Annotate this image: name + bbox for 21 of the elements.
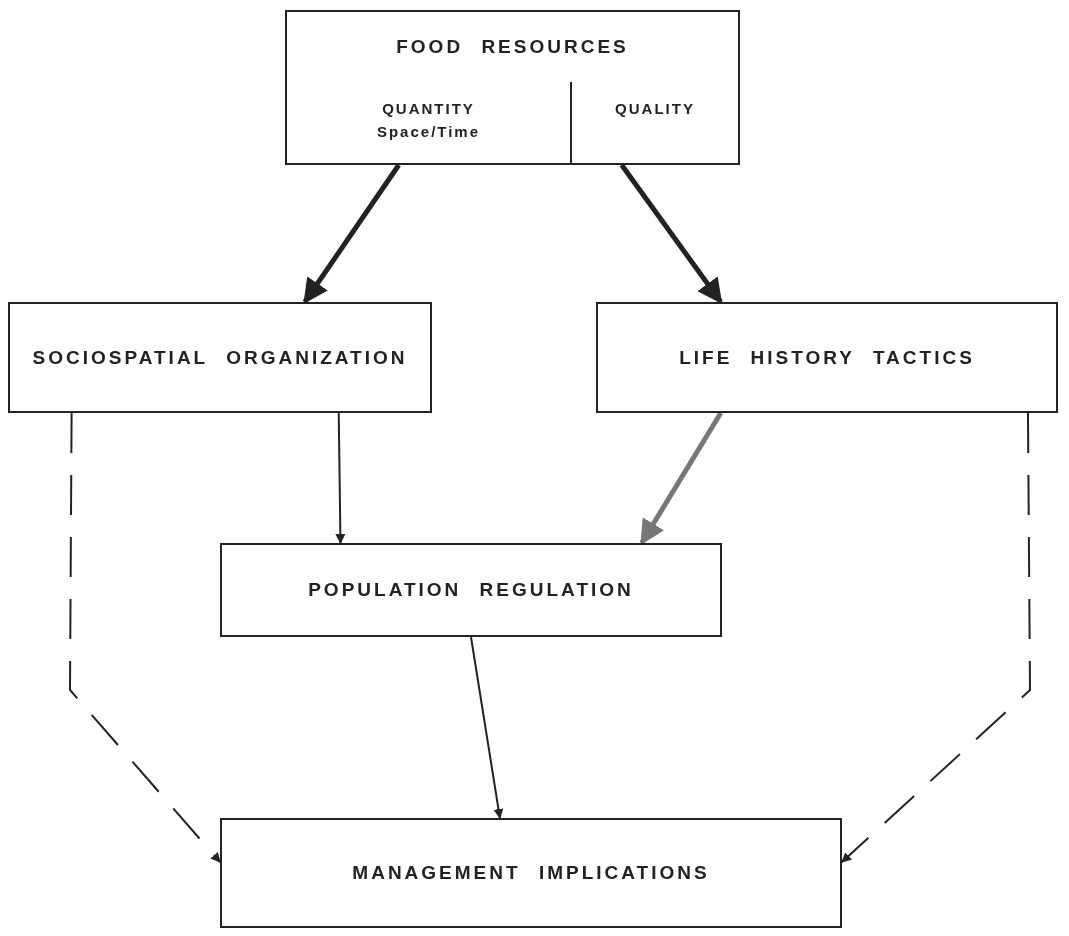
process-box: [220, 818, 842, 928]
box-label: FOOD RESOURCES: [396, 36, 629, 58]
box-label: QUANTITY: [382, 100, 475, 117]
arrow: [841, 412, 1031, 863]
box-label: POPULATION REGULATION: [308, 579, 634, 601]
arrow: [69, 412, 221, 863]
process-box: [220, 543, 722, 637]
box-label: SOCIOSPATIAL ORGANIZATION: [32, 346, 408, 369]
arrow: [470, 636, 504, 819]
box-label: MANAGEMENT IMPLICATIONS: [352, 862, 710, 884]
box-label: LIFE HISTORY TACTICS: [679, 346, 975, 369]
process-box: [596, 302, 1058, 413]
arrow: [335, 412, 346, 544]
arrow: [619, 163, 723, 305]
process-box: [8, 302, 432, 413]
table-cell: [570, 82, 738, 163]
box-sublabel: Space/Time: [376, 123, 481, 140]
table-box: [285, 10, 740, 165]
arrow: [639, 411, 723, 546]
arrow: [302, 163, 401, 305]
box-label: QUALITY: [615, 100, 695, 117]
